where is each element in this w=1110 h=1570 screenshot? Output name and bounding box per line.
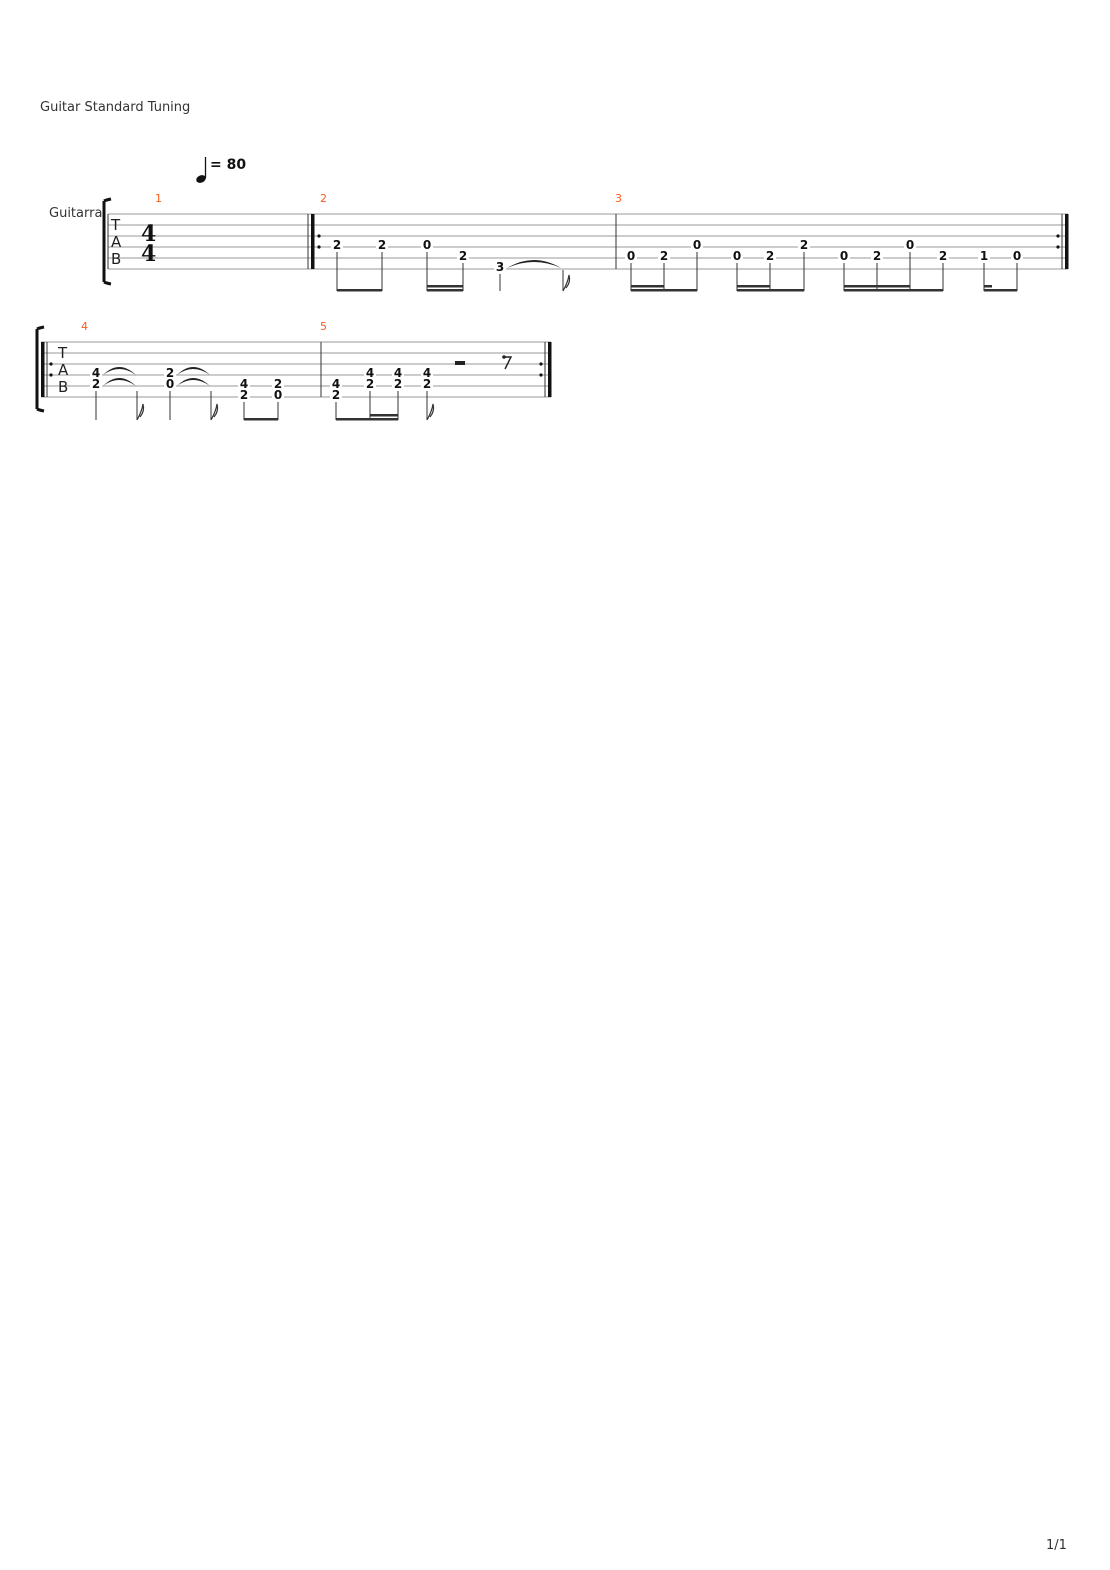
page-number: 1/1 xyxy=(1046,1538,1067,1553)
time-signature-top: 4 xyxy=(141,221,156,247)
tab-note: 0 xyxy=(166,377,174,391)
tab-note: 2 xyxy=(423,377,431,391)
system-bracket xyxy=(102,197,112,286)
measure-number-5: 5 xyxy=(320,320,327,333)
tab-note: 2 xyxy=(660,249,668,263)
tab-note: 2 xyxy=(394,377,402,391)
system-1: T A B 4 4 1 2 3 2 2 0 2 xyxy=(102,192,1069,292)
tab-note: 1 xyxy=(980,249,988,263)
tie-arc xyxy=(177,378,210,386)
time-signature-bottom: 4 xyxy=(141,241,156,267)
staff-lines xyxy=(41,341,551,398)
tab-note: 4 xyxy=(332,377,340,391)
tab-note: 0 xyxy=(274,388,282,402)
system-bracket xyxy=(35,325,45,413)
tab-note: 2 xyxy=(92,377,100,391)
tab-letter-a: A xyxy=(111,233,122,251)
tab-note: 2 xyxy=(240,388,248,402)
tab-note: 0 xyxy=(693,238,701,252)
tab-letter-t: T xyxy=(110,216,121,234)
tab-note: 4 xyxy=(240,377,248,391)
tab-note: 0 xyxy=(840,249,848,263)
eighth-flag xyxy=(426,403,435,421)
tab-letter-b: B xyxy=(111,250,121,268)
eighth-flag xyxy=(562,274,571,292)
tempo-text: = 80 xyxy=(210,157,246,173)
eighth-rest-icon xyxy=(503,356,513,370)
tie-arc xyxy=(507,260,561,268)
tab-note: 2 xyxy=(332,388,340,402)
tab-note: 0 xyxy=(733,249,741,263)
tempo-marking: = 80 xyxy=(196,157,246,183)
system-2: T A B 4 5 4 2 2 0 4 2 2 0 xyxy=(35,320,552,421)
measure-4: 4 2 2 0 4 2 2 0 xyxy=(90,366,284,421)
staff-lines xyxy=(108,213,1068,270)
tab-note: 2 xyxy=(800,238,808,252)
tab-letter-t: T xyxy=(57,344,68,362)
tab-note: 2 xyxy=(378,238,386,252)
tab-note: 0 xyxy=(423,238,431,252)
measure-number-4: 4 xyxy=(81,320,88,333)
tie-arc xyxy=(177,367,210,375)
tab-letter-a: A xyxy=(58,361,69,379)
tab-note: 0 xyxy=(627,249,635,263)
tab-note: 4 xyxy=(423,366,431,380)
tab-note: 2 xyxy=(939,249,947,263)
eighth-flag xyxy=(136,403,145,421)
measure-2: 2 2 0 2 3 xyxy=(331,238,571,292)
tab-note: 4 xyxy=(394,366,402,380)
tab-note: 2 xyxy=(873,249,881,263)
quarter-note-icon xyxy=(196,175,206,183)
measure-number-3: 3 xyxy=(615,192,622,205)
tab-note: 4 xyxy=(92,366,100,380)
tab-note: 2 xyxy=(459,249,467,263)
track-name: Guitarra xyxy=(49,206,102,221)
tab-note: 0 xyxy=(906,238,914,252)
tab-note: 0 xyxy=(1013,249,1021,263)
tab-note: 4 xyxy=(366,366,374,380)
tuning-label: Guitar Standard Tuning xyxy=(40,100,191,115)
tab-note: 2 xyxy=(333,238,341,252)
tab-note: 2 xyxy=(766,249,774,263)
tie-arc xyxy=(103,378,136,386)
half-rest-icon xyxy=(455,361,465,365)
tab-letter-b: B xyxy=(58,378,68,396)
tie-arc xyxy=(103,367,136,375)
tab-note: 3 xyxy=(496,260,504,274)
eighth-flag xyxy=(210,403,219,421)
measure-5: 4 2 4 2 4 2 4 2 xyxy=(330,355,513,421)
measure-3: 0 2 0 0 2 2 0 2 0 2 1 0 xyxy=(625,238,1023,292)
tab-note: 2 xyxy=(166,366,174,380)
tab-note: 2 xyxy=(366,377,374,391)
measure-number-2: 2 xyxy=(320,192,327,205)
tab-note: 2 xyxy=(274,377,282,391)
measure-number-1: 1 xyxy=(155,192,162,205)
